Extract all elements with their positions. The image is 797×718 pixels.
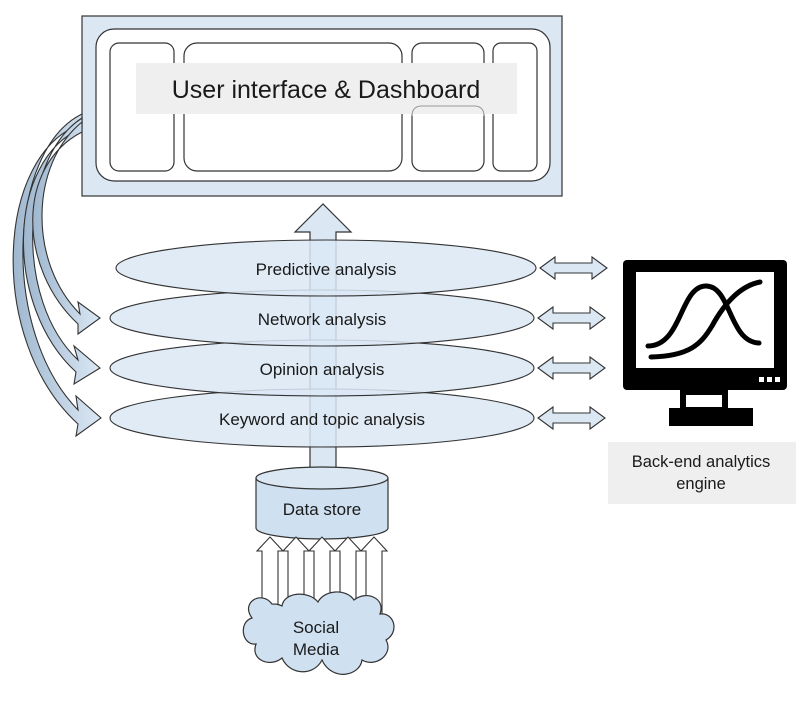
double-arrow-network xyxy=(537,305,606,331)
up-arrow-1 xyxy=(255,536,285,615)
data-store-cylinder: Data store xyxy=(255,466,389,540)
chart-curve-2 xyxy=(648,279,763,360)
layer-label: Keyword and topic analysis xyxy=(219,410,425,429)
up-arrow-5 xyxy=(359,536,389,615)
engine-label: Back-end analytics engine xyxy=(608,442,796,504)
layer-network: Network analysis xyxy=(109,289,535,347)
engine-label-line2: engine xyxy=(676,475,726,493)
layer-label: Opinion analysis xyxy=(260,360,385,379)
double-arrow-predictive xyxy=(539,255,608,281)
social-media-line2: Media xyxy=(293,640,340,659)
chart-curve-1 xyxy=(645,283,762,349)
layer-keyword-topic: Keyword and topic analysis xyxy=(109,388,535,448)
layer-opinion: Opinion analysis xyxy=(109,339,535,397)
cloud-icon: Social Media xyxy=(242,591,395,675)
feedback-arrows xyxy=(12,113,102,438)
double-arrow-keyword xyxy=(537,405,606,431)
layer-predictive: Predictive analysis xyxy=(115,239,537,297)
social-media-line1: Social xyxy=(293,618,339,637)
data-store-label: Data store xyxy=(283,500,361,519)
engine-label-line1: Back-end analytics xyxy=(632,453,771,471)
monitor-icon xyxy=(623,260,787,426)
engine-links xyxy=(537,255,608,431)
analysis-layers: Keyword and topic analysis Opinion analy… xyxy=(109,239,537,448)
feedback-arrow-network xyxy=(32,120,101,336)
dashboard-panel: User interface & Dashboard xyxy=(81,15,563,197)
layer-label: Predictive analysis xyxy=(256,260,397,279)
dashboard-title: User interface & Dashboard xyxy=(172,76,480,104)
layer-label: Network analysis xyxy=(258,310,387,329)
double-arrow-opinion xyxy=(537,355,606,381)
